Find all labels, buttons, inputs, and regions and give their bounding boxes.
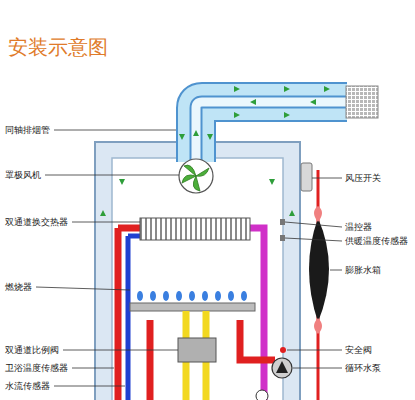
part-label: 罩极风机: [5, 169, 41, 181]
part-label: 循环水泵: [345, 362, 381, 374]
part-label: 膨胀水箱: [345, 264, 381, 276]
part-label: 燃烧器: [5, 281, 32, 293]
part-label: 温控器: [345, 221, 372, 233]
burner: [130, 291, 255, 311]
part-label: 供暖温度传感器: [345, 235, 408, 247]
coaxial-flue: [179, 86, 378, 162]
part-label: 水流传感器: [5, 380, 50, 392]
pump: [272, 358, 292, 378]
fan: [179, 159, 213, 193]
part-label: 风压开关: [345, 172, 381, 184]
part-label: 卫浴温度传感器: [5, 362, 68, 374]
part-label: 同轴排烟管: [5, 124, 50, 136]
proportional-valve: [178, 338, 216, 362]
heat-exchanger: [140, 218, 250, 240]
pressure-switch: [301, 163, 312, 191]
title: 安装示意图: [8, 34, 108, 61]
leader-lines: [36, 130, 342, 386]
part-label: 双通道比例阀: [5, 344, 59, 356]
part-label: 安全阀: [345, 344, 372, 356]
part-label: 双通道换交热器: [5, 216, 68, 228]
inner-chamber: [112, 158, 283, 400]
